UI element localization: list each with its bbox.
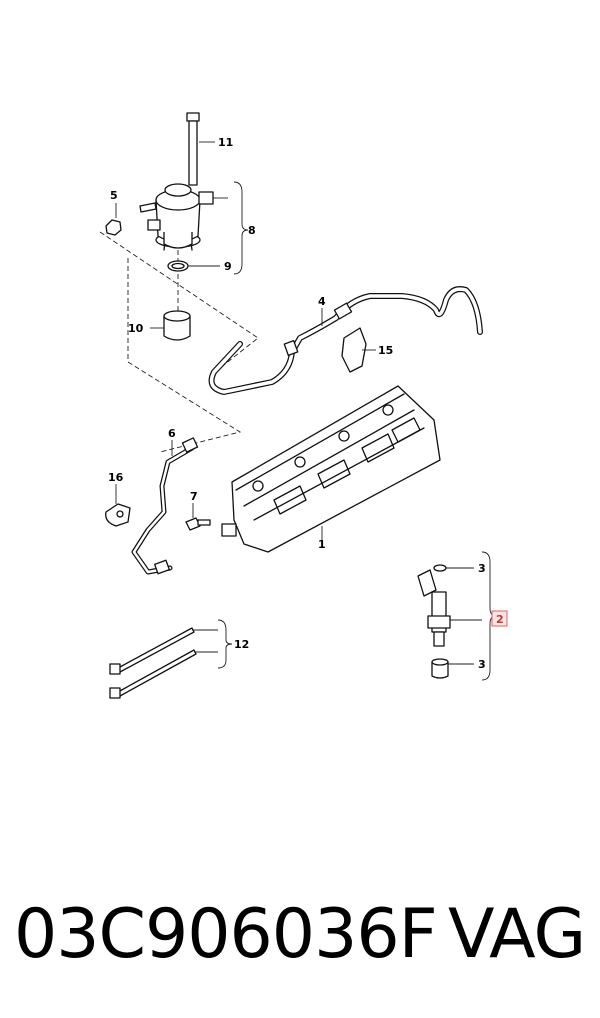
nut-part-5 bbox=[105, 202, 157, 236]
part-number: 03C906036F bbox=[14, 895, 438, 974]
intake-manifold-part-1 bbox=[221, 385, 441, 553]
part-caption: 03C906036F VAG bbox=[0, 880, 600, 990]
cable-ties-part-12 bbox=[109, 619, 233, 699]
callout-11: 11 bbox=[218, 136, 233, 149]
callout-1: 1 bbox=[318, 538, 326, 551]
brand-name: VAG bbox=[448, 895, 586, 974]
callout-2-highlight bbox=[491, 610, 508, 627]
follower-part-10 bbox=[150, 310, 191, 341]
fuel-pump-part-8 bbox=[147, 183, 228, 251]
screw-part-7 bbox=[185, 503, 211, 531]
bolt-part-11 bbox=[186, 112, 215, 186]
callout-8: 8 bbox=[248, 224, 256, 237]
callout-16: 16 bbox=[108, 471, 124, 484]
callout-4: 4 bbox=[318, 295, 326, 308]
callout-15: 15 bbox=[378, 344, 393, 357]
bracket-part-15 bbox=[341, 327, 376, 373]
callout-2: 2 bbox=[496, 613, 504, 626]
assembly-dashed-lines bbox=[99, 231, 259, 453]
exploded-parts-diagram: 11 5 8 9 10 4 15 6 16 7 1 3 2 12 3 bbox=[99, 112, 508, 699]
fuel-line-part-4 bbox=[208, 286, 483, 395]
pressure-pipe-part-6 bbox=[131, 437, 199, 575]
callout-3-bottom: 3 bbox=[478, 658, 486, 671]
clip-part-16 bbox=[105, 484, 131, 527]
brace-part-8 bbox=[233, 181, 249, 275]
callout-10: 10 bbox=[128, 322, 144, 335]
callout-5: 5 bbox=[110, 189, 118, 202]
callout-7: 7 bbox=[190, 490, 198, 503]
callout-3-top: 3 bbox=[478, 562, 486, 575]
injector-part-2 bbox=[417, 551, 497, 681]
callout-9: 9 bbox=[224, 260, 232, 273]
o-ring-part-9 bbox=[167, 260, 220, 272]
callout-6: 6 bbox=[168, 427, 176, 440]
callout-12: 12 bbox=[234, 638, 249, 651]
